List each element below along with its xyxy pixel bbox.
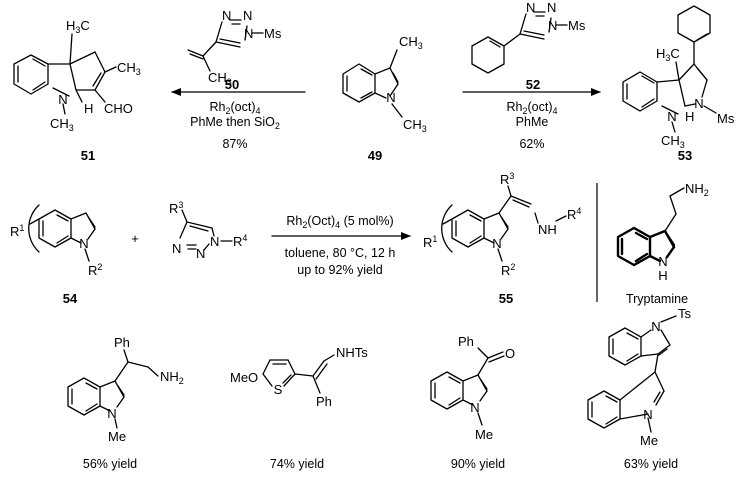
ms-group-label: Ms <box>264 26 282 41</box>
triazole-n-atom: N <box>196 246 205 261</box>
tosyl-group: Ts <box>678 306 692 321</box>
h-atom: H <box>658 268 667 283</box>
example-4-structure <box>587 315 677 433</box>
catalyst-label: Rh2(oct)4 <box>506 100 557 116</box>
example-1-yield: 56% yield <box>83 457 137 471</box>
compound-55-structure <box>441 185 567 262</box>
generic-triazole-structure <box>179 209 233 251</box>
h-atom: H <box>685 109 694 124</box>
compound-50-label: 50 <box>225 77 239 92</box>
tryptamine-structure <box>616 226 676 267</box>
triazole-n-atom: N <box>526 0 535 15</box>
triazole-n1-atom: N <box>244 26 253 41</box>
catalyst-label: Rh2(oct)4 <box>209 100 260 116</box>
example-4-yield: 63% yield <box>624 457 678 471</box>
compound-54-label: 54 <box>63 291 78 306</box>
tryptamine-sidechain <box>664 187 685 232</box>
n-atom: N <box>667 109 676 124</box>
nh-group: NH <box>538 222 557 237</box>
compound-49-label: 49 <box>368 148 382 163</box>
r1-substituent: R1 <box>10 223 24 239</box>
n-atom: N <box>492 236 501 251</box>
ms-group-label: Ms <box>717 111 735 126</box>
oxygen-atom: O <box>505 346 515 361</box>
methyl-label: Me <box>640 433 658 448</box>
yield-label: 87% <box>222 137 247 151</box>
n-atom: N <box>79 236 88 251</box>
example-2-structure <box>262 354 335 394</box>
compound-53-label: 53 <box>678 148 692 163</box>
amine-group: NH2 <box>685 181 709 198</box>
n-atom: N <box>643 407 652 422</box>
triazole-n-atom: N <box>547 0 556 15</box>
n-atom: N <box>658 254 667 269</box>
compound-51-label: 51 <box>81 148 95 163</box>
condition-label: toluene, 80 °C, 12 h <box>285 246 396 260</box>
methoxy-group: MeO <box>230 370 258 385</box>
methyl-label: H3C <box>66 18 90 35</box>
aldehyde-label: CHO <box>104 101 133 116</box>
methyl-label: H3C <box>656 46 680 63</box>
tryptamine-label: Tryptamine <box>626 292 688 306</box>
triazole-n-atom: N <box>172 241 181 256</box>
solvent-label: PhMe <box>516 115 549 129</box>
compound-52-structure <box>471 11 568 74</box>
phenyl-label: Ph <box>316 394 332 409</box>
compound-55-label: 55 <box>499 291 513 306</box>
compound-50-structure <box>187 19 264 72</box>
n-atom: N <box>386 90 395 105</box>
methyl-label: Me <box>475 427 493 442</box>
plus-sign: + <box>131 231 139 246</box>
methyl-label: CH3 <box>399 34 423 51</box>
n-atom: N <box>107 406 116 421</box>
triazole-n-atom: N <box>243 8 252 23</box>
example-2-yield: 74% yield <box>270 457 324 471</box>
n-methyl-label: CH3 <box>661 133 685 150</box>
catalyst-loading-label: Rh2(Oct)4 (5 mol%) <box>286 214 393 230</box>
triazole-n1-atom: N <box>210 234 219 249</box>
triazole-n1-atom: N <box>548 18 557 33</box>
sulfonamide-group: NHTs <box>336 345 368 360</box>
methyl-label: Me <box>108 429 126 444</box>
n-atom: N <box>694 96 703 111</box>
ms-group-label: Ms <box>568 18 586 33</box>
n-methyl-label: CH3 <box>403 117 427 134</box>
sulfur-atom: S <box>274 382 283 397</box>
compound-53-structure <box>622 5 717 133</box>
phenyl-label: Ph <box>114 335 130 350</box>
example-1-structure <box>67 349 159 429</box>
yield-label: 62% <box>519 137 544 151</box>
n-atom: N <box>58 92 67 107</box>
r2-substituent: R2 <box>88 262 102 278</box>
methyl-label: CH3 <box>117 60 141 77</box>
n-atom: N <box>470 400 479 415</box>
r2-substituent: R2 <box>501 262 515 278</box>
example-3-yield: 90% yield <box>451 457 505 471</box>
r4-substituent: R4 <box>233 233 247 249</box>
n-methyl-label: CH3 <box>50 116 74 133</box>
amine-group: NH2 <box>160 369 184 386</box>
n-atom: N <box>651 319 660 334</box>
compound-54-structure <box>28 204 96 262</box>
r3-substituent: R3 <box>500 171 514 187</box>
compound-49-structure <box>342 49 403 118</box>
compound-51-structure <box>13 33 117 115</box>
max-yield-label: up to 92% yield <box>297 263 383 277</box>
example-3-structure <box>430 347 505 426</box>
r4-substituent: R4 <box>567 206 581 222</box>
triazole-n-atom: N <box>222 8 231 23</box>
compound-52-label: 52 <box>526 77 540 92</box>
r1-substituent: R1 <box>423 234 437 250</box>
methyl-label: CH3 <box>208 70 232 87</box>
condition-label: PhMe then SiO2 <box>190 115 280 131</box>
h-atom: H <box>84 101 93 116</box>
phenyl-label: Ph <box>458 334 474 349</box>
r3-substituent: R3 <box>169 200 183 216</box>
